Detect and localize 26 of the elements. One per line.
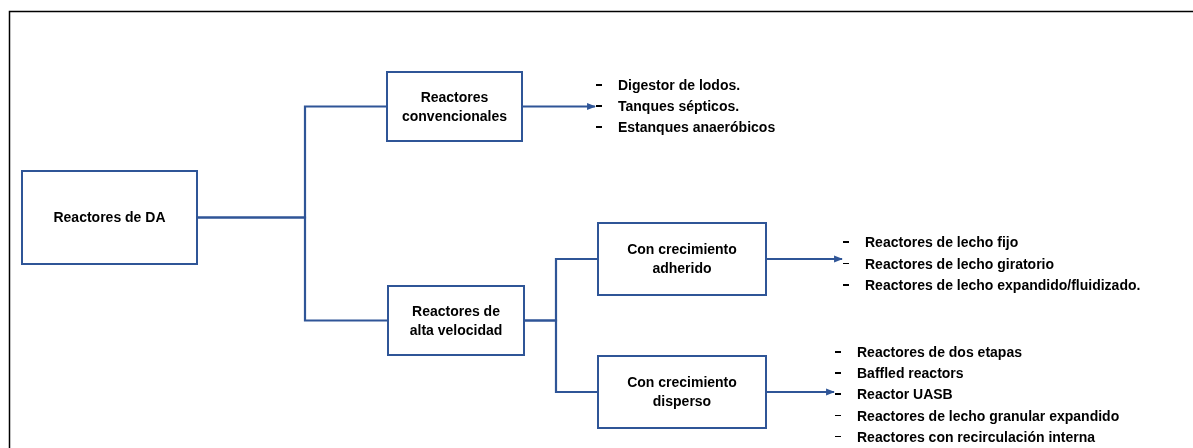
process-box <box>21 170 198 265</box>
list-item: Estanques anaeróbicos <box>618 118 776 137</box>
connector-line <box>525 319 597 394</box>
box-label: Reactores de DA <box>52 208 167 227</box>
arrow <box>767 388 835 396</box>
arrow <box>767 255 843 263</box>
list-item: Reactores de lecho granular expandido <box>857 406 1120 426</box>
connector-line <box>198 216 387 322</box>
process-box <box>387 285 525 356</box>
list-item: Reactores de dos etapas <box>857 343 1022 362</box>
list-item: Reactores de lecho fijo <box>865 233 1019 252</box>
list-item: Reactores de lecho expandido/fluidizado. <box>865 276 1141 295</box>
box-label: Con crecimiento disperso <box>626 373 738 411</box>
list-item: Reactores de lecho giratorio <box>865 254 1055 274</box>
box-label: Reactores convencionales <box>400 87 508 126</box>
list-item: Baffled reactors <box>857 364 964 384</box>
list-item: Digestor de lodos. <box>618 76 741 95</box>
box-label: Reactores de alta velocidad <box>408 301 504 340</box>
box-label: Con crecimiento adherido <box>626 240 738 278</box>
list-item: Reactor UASB <box>857 385 953 405</box>
list-item: Tanques sépticos. <box>618 97 740 116</box>
list-item: Reactores con recirculación interna <box>857 427 1096 447</box>
arrow <box>523 103 596 110</box>
process-box <box>597 222 767 296</box>
process-box <box>386 71 523 142</box>
process-box <box>597 355 767 429</box>
